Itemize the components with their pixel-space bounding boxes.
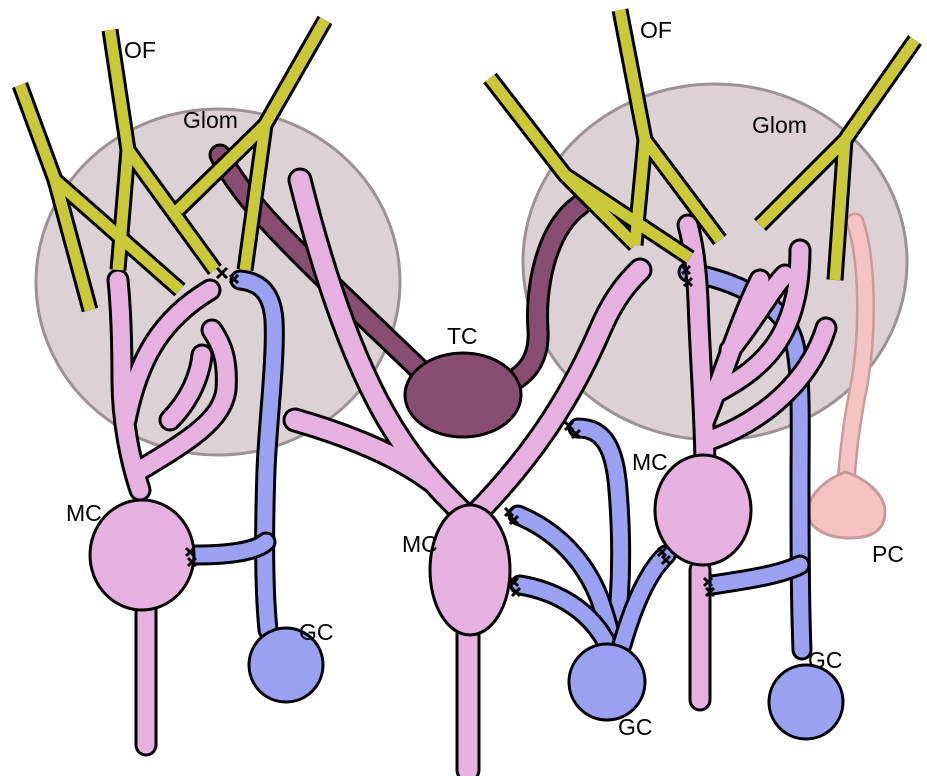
label-gc-left: GC [299, 619, 334, 645]
label-gc-center: GC [618, 714, 653, 740]
label-glom-right: Glom [752, 112, 807, 138]
tufted-cell-soma [405, 353, 521, 437]
mitral-cell-center-soma [430, 505, 510, 635]
mitral-cell-left-soma [90, 500, 194, 610]
label-mc-left: MC [66, 500, 102, 526]
mitral-cell-left [90, 280, 226, 745]
label-mc-center: MC [402, 531, 438, 557]
label-of-left: OF [124, 37, 156, 63]
label-glom-left: Glom [183, 107, 238, 133]
granule-cell-center-soma [569, 644, 645, 720]
periglomerular-cell-soma [808, 472, 885, 538]
granule-cell-right-soma [769, 665, 843, 739]
label-tc: TC [447, 323, 478, 349]
mitral-cell-right-soma [655, 455, 751, 565]
label-gc-right: GC [808, 647, 843, 673]
label-of-right: OF [640, 17, 672, 43]
label-pc: PC [872, 541, 904, 567]
label-mc-right: MC [632, 449, 668, 475]
